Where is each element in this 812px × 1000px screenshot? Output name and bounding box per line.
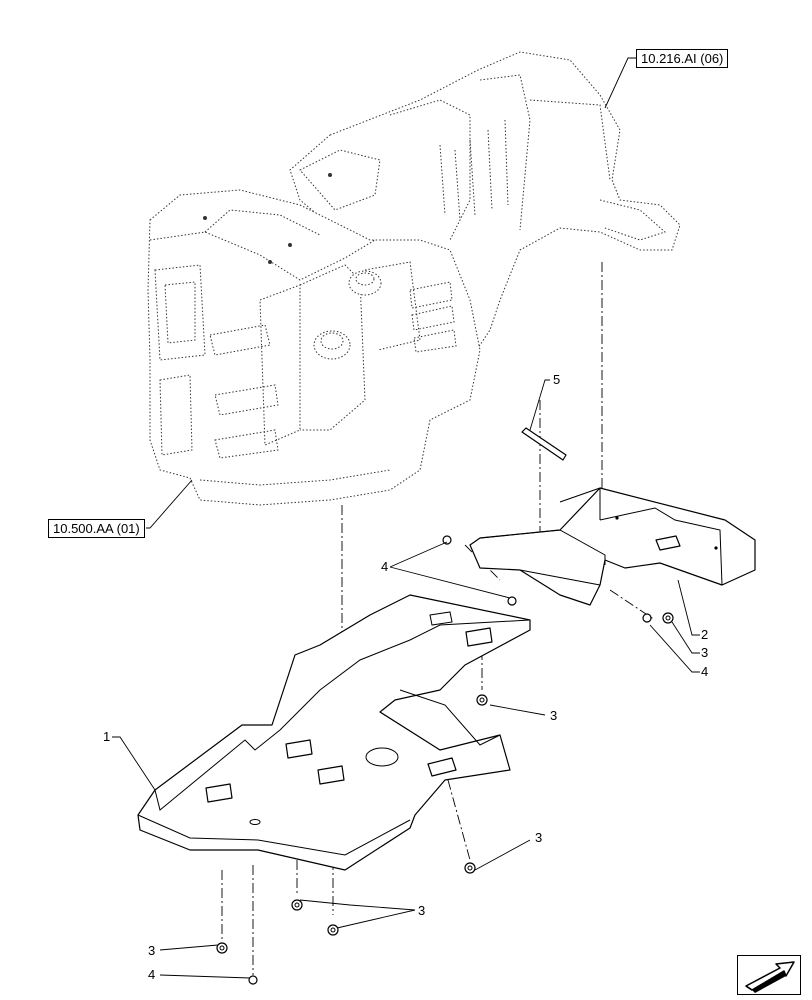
callout-1: 1 — [103, 729, 110, 744]
fasteners[interactable] — [216, 535, 674, 985]
callout-3: 3 — [535, 830, 542, 845]
nut-4-middle — [507, 596, 517, 606]
callout-4: 4 — [148, 967, 155, 982]
callout-3: 3 — [550, 708, 557, 723]
callout-labels: 1 2 3 4 5 4 3 3 3 3 4 — [103, 372, 708, 982]
next-page-button[interactable] — [737, 955, 801, 995]
callout-3: 3 — [418, 903, 425, 918]
bolt-3-lower-right — [464, 862, 476, 874]
reference-left[interactable]: 10.500.AA (01) — [48, 519, 145, 538]
nut-4-bottom — [248, 975, 258, 985]
tank-assembly-reference — [147, 51, 681, 506]
bolt-3-lower-b — [327, 924, 339, 936]
nut-4-top — [442, 535, 452, 545]
callout-4: 4 — [381, 559, 388, 574]
callout-5: 5 — [553, 372, 560, 387]
callout-3: 3 — [701, 645, 708, 660]
next-page-arrow-icon — [745, 961, 795, 993]
bolt-3-lower-a — [291, 899, 303, 911]
callout-3: 3 — [148, 943, 155, 958]
part-2-rear-shield[interactable] — [469, 487, 756, 606]
part-1-main-shield[interactable] — [137, 594, 531, 871]
bolt-3-rear — [662, 612, 674, 624]
reference-top[interactable]: 10.216.AI (06) — [636, 49, 729, 68]
callout-4: 4 — [701, 664, 708, 679]
callout-2: 2 — [701, 627, 708, 642]
leader-lines — [112, 57, 700, 979]
bolt-3-right — [476, 694, 488, 706]
part-5-pin[interactable] — [521, 427, 567, 461]
nut-4-rear — [642, 613, 652, 623]
bolt-3-lower-left — [216, 942, 228, 954]
